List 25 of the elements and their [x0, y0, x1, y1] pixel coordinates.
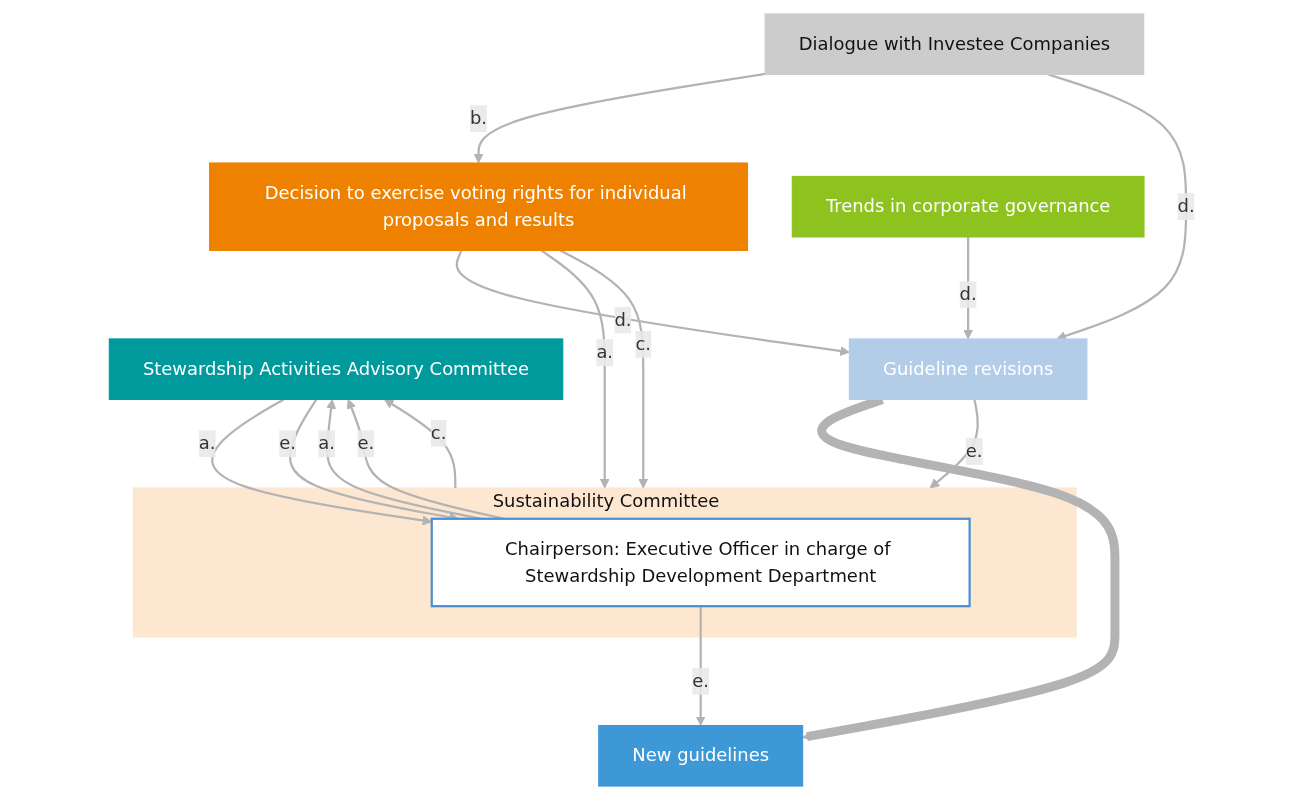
node-box: New guidelines [597, 724, 803, 787]
edge-label: e. [965, 439, 983, 462]
edge-label: d. [1177, 195, 1195, 217]
edge-label: a. [317, 432, 335, 454]
edge-label: c. [430, 421, 446, 443]
arrow [559, 248, 648, 488]
arrow [540, 249, 610, 488]
edge-label: c. [634, 332, 651, 354]
arrow [383, 398, 456, 488]
node-box: Guideline revisions [848, 337, 1087, 400]
node-box: Dialogue with Investee Companies [764, 12, 1144, 75]
node-box: Decision to exercise voting rights for individual proposals and results [208, 161, 748, 251]
arrow [210, 397, 432, 525]
edge-label: d. [959, 282, 977, 305]
edge-label: e. [278, 432, 296, 454]
edge-label: e. [691, 669, 709, 691]
edge-label: b. [469, 107, 487, 129]
edge-label: a. [198, 432, 216, 454]
arrow [473, 72, 765, 163]
edge-label: a. [595, 340, 613, 363]
node-box: Chairperson: Executive Officer in charge of Stewardship Development Department [430, 517, 971, 607]
node-box: Stewardship Activities Advisory Committee [108, 337, 563, 400]
node-box: Trends in corporate governance [791, 175, 1145, 237]
edge-label: e. [356, 432, 374, 454]
edge-label: d. [613, 308, 632, 330]
